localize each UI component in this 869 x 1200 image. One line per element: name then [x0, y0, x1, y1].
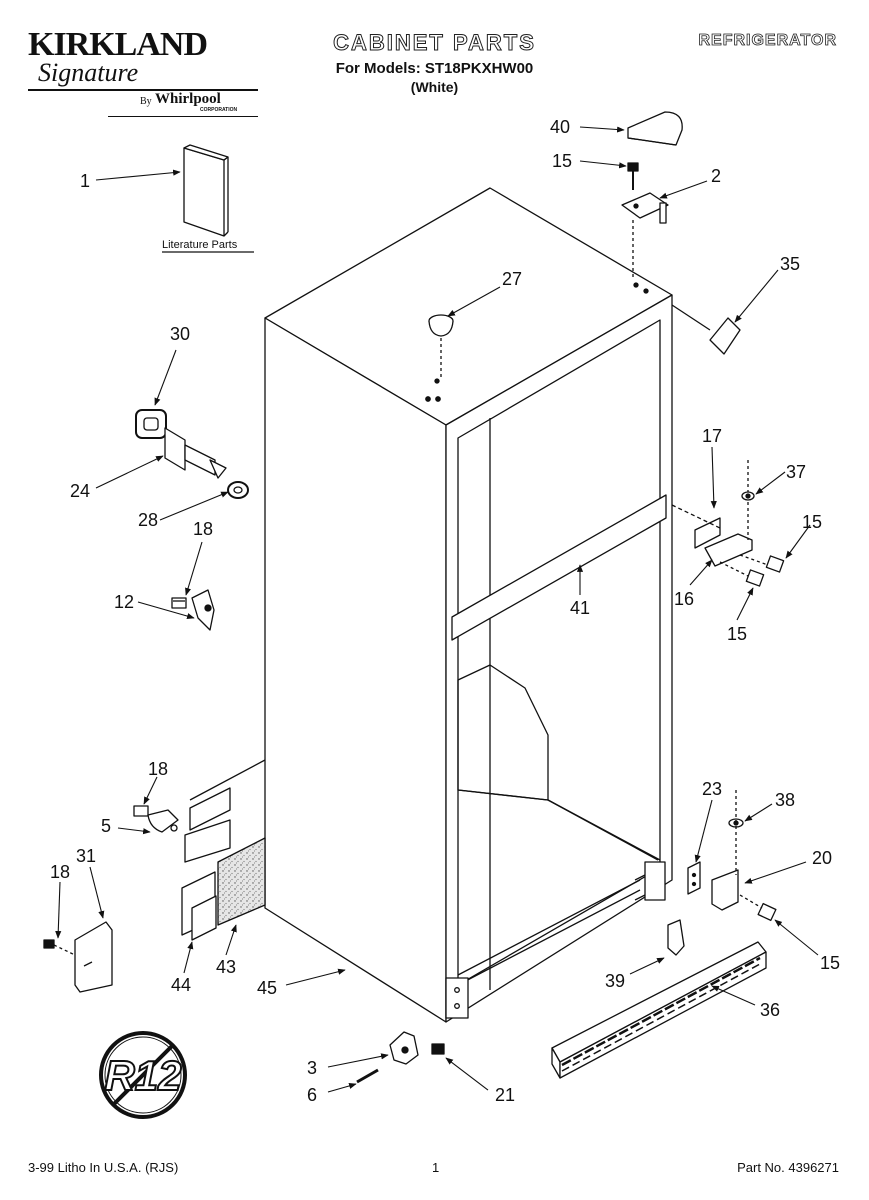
callout-17: 17 [702, 426, 722, 446]
insulation-43 [217, 837, 266, 926]
clamp-12 [171, 589, 215, 631]
cabinet-45 [189, 187, 673, 1023]
bottom-bracket-3 [356, 1031, 445, 1084]
model-line: For Models: ST18PKXHW00 [335, 60, 534, 77]
footer-litho: 3-99 Litho In U.S.A. (RJS) [28, 1160, 179, 1175]
callout-35: 35 [780, 254, 800, 274]
no-r12-badge [99, 1031, 187, 1119]
clip-39 [667, 919, 685, 956]
color-variant: (White) [410, 79, 459, 95]
center-hinge-16-17 [671, 460, 785, 587]
callout-31: 31 [76, 846, 96, 866]
maker-logo: Whirlpool [155, 91, 221, 107]
callout-12: 12 [114, 592, 134, 612]
page-title: CABINET PARTS [333, 30, 536, 56]
bottom-hinge-20 [687, 790, 777, 922]
grille-36 [551, 941, 767, 1079]
fitting-30-24-28 [135, 409, 249, 499]
callout-30: 30 [170, 324, 190, 344]
callout-28: 28 [138, 510, 158, 530]
badge-text: R12 [104, 1052, 181, 1099]
byline: By [140, 96, 152, 107]
cover-31 [43, 921, 113, 993]
callout-37: 37 [786, 462, 806, 482]
callout-45: 45 [257, 978, 277, 998]
maker-sub: CORPORATION [200, 107, 238, 113]
header-rule-2 [108, 116, 258, 117]
callout-39: 39 [605, 971, 625, 991]
brand-logo: KIRKLAND [28, 26, 208, 63]
callout-44: 44 [171, 975, 191, 995]
callout-24: 24 [70, 481, 90, 501]
callout-23: 23 [702, 779, 722, 799]
literature-1 [183, 144, 229, 237]
callout-20: 20 [812, 848, 832, 868]
callout-18: 18 [148, 759, 168, 779]
callout-41: 41 [570, 598, 590, 618]
callout-40: 40 [550, 117, 570, 137]
appliance-category: REFRIGERATOR [698, 32, 837, 50]
callout-38: 38 [775, 790, 795, 810]
lower-hinge-5 [133, 787, 231, 941]
brand-script: Signature [38, 58, 139, 87]
callout-2: 2 [711, 166, 721, 186]
callout-15: 15 [820, 953, 840, 973]
callout-36: 36 [760, 1000, 780, 1020]
plug-27 [428, 314, 454, 380]
footer-part-number: Part No. 4396271 [737, 1160, 839, 1175]
callout-15: 15 [802, 512, 822, 532]
literature-label: Literature Parts [162, 239, 238, 251]
callout-3: 3 [307, 1058, 317, 1078]
callout-18: 18 [193, 519, 213, 539]
top-hinge-2 [621, 162, 669, 280]
top-cover-40 [627, 111, 683, 146]
callout-1: 1 [80, 171, 90, 191]
callout-16: 16 [674, 589, 694, 609]
callout-5: 5 [101, 816, 111, 836]
callout-15: 15 [552, 151, 572, 171]
callout-6: 6 [307, 1085, 317, 1105]
callout-27: 27 [502, 269, 522, 289]
callout-21: 21 [495, 1085, 515, 1105]
header-rule [28, 89, 258, 91]
callout-18: 18 [50, 862, 70, 882]
callout-15: 15 [727, 624, 747, 644]
callout-43: 43 [216, 957, 236, 977]
part-35 [671, 304, 741, 355]
footer-page-number: 1 [432, 1160, 440, 1175]
